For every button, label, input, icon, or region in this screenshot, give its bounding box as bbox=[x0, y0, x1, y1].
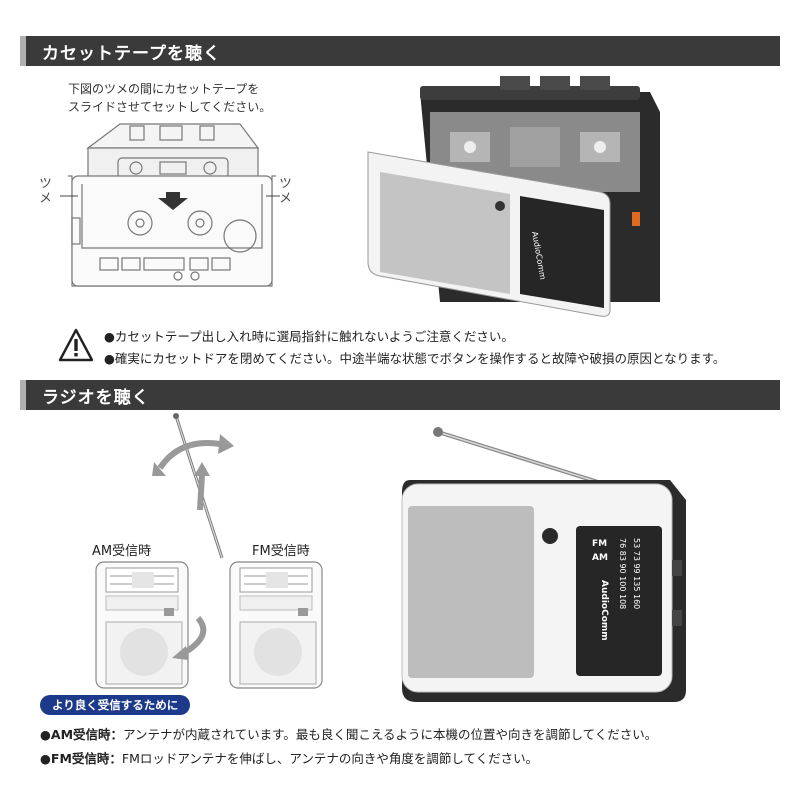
section-accent bbox=[20, 36, 26, 66]
section-header-radio: ラジオを聴く bbox=[20, 380, 780, 410]
tsume-label-right: ツメ bbox=[276, 176, 291, 206]
cassette-instruction: 下図のツメの間にカセットテープを スライドさせてセットしてください。 bbox=[68, 80, 271, 116]
warning-icon bbox=[58, 328, 94, 362]
rotate-device-arrow-icon bbox=[172, 616, 207, 660]
cassette-insert-illustration bbox=[60, 123, 280, 287]
tip-heading-badge: より良く受信するために bbox=[40, 695, 191, 715]
section-header-cassette: カセットテープを聴く bbox=[20, 36, 780, 66]
tip-am-head: ●AM受信時： bbox=[40, 727, 124, 742]
antenna-rotation-illustration bbox=[152, 413, 234, 559]
section-title-radio: ラジオを聴く bbox=[42, 387, 150, 408]
dial-am-scale: 53 73 99 135 160 bbox=[632, 538, 641, 609]
am-reception-label: AM受信時 bbox=[92, 544, 152, 559]
section-title-cassette: カセットテープを聴く bbox=[42, 43, 221, 64]
fm-reception-label: FM受信時 bbox=[252, 544, 310, 559]
warning-line-1: ●カセットテープ出し入れ時に選局指針に触れないようご注意ください。 bbox=[104, 329, 514, 344]
am-device-illustration bbox=[95, 561, 189, 689]
tsume-label-left: ツメ bbox=[36, 176, 51, 206]
tip-fm-head: ●FM受信時： bbox=[40, 751, 122, 766]
section-accent bbox=[20, 380, 26, 410]
dial-brand: AudioComm bbox=[599, 580, 609, 641]
dial-fm-scale: 76 83 90 100 108 bbox=[618, 538, 627, 609]
instruction-line-2: スライドさせてセットしてください。 bbox=[68, 100, 272, 114]
dial-fm-band: FM bbox=[592, 539, 607, 549]
warning-block: ●カセットテープ出し入れ時に選局指針に触れないようご注意ください。 ●確実にカセ… bbox=[58, 326, 725, 370]
cassette-player-open-photo: AudioComm bbox=[367, 76, 660, 317]
tip-fm-reception: ●FM受信時：FMロッドアンテナを伸ばし、アンテナの向きや角度を調節してください… bbox=[40, 748, 538, 767]
tuning-marker bbox=[632, 212, 640, 226]
dial-am-band: AM bbox=[592, 553, 608, 563]
tip-am-text: アンテナが内蔵されています。最も良く聞こえるように本機の位置や向きを調節してくだ… bbox=[123, 727, 658, 742]
tip-fm-text: FMロッドアンテナを伸ばし、アンテナの向きや角度を調節してください。 bbox=[121, 751, 539, 766]
fm-device-illustration bbox=[229, 561, 323, 689]
instruction-line-1: 下図のツメの間にカセットテープを bbox=[68, 82, 260, 96]
radio-product-photo: FM AM 76 83 90 100 108 53 73 99 135 160 … bbox=[401, 427, 686, 702]
warning-line-2: ●確実にカセットドアを閉めてください。中途半端な状態でボタンを操作すると故障や破… bbox=[104, 351, 726, 366]
tip-am-reception: ●AM受信時：アンテナが内蔵されています。最も良く聞こえるように本機の位置や向き… bbox=[40, 724, 657, 743]
